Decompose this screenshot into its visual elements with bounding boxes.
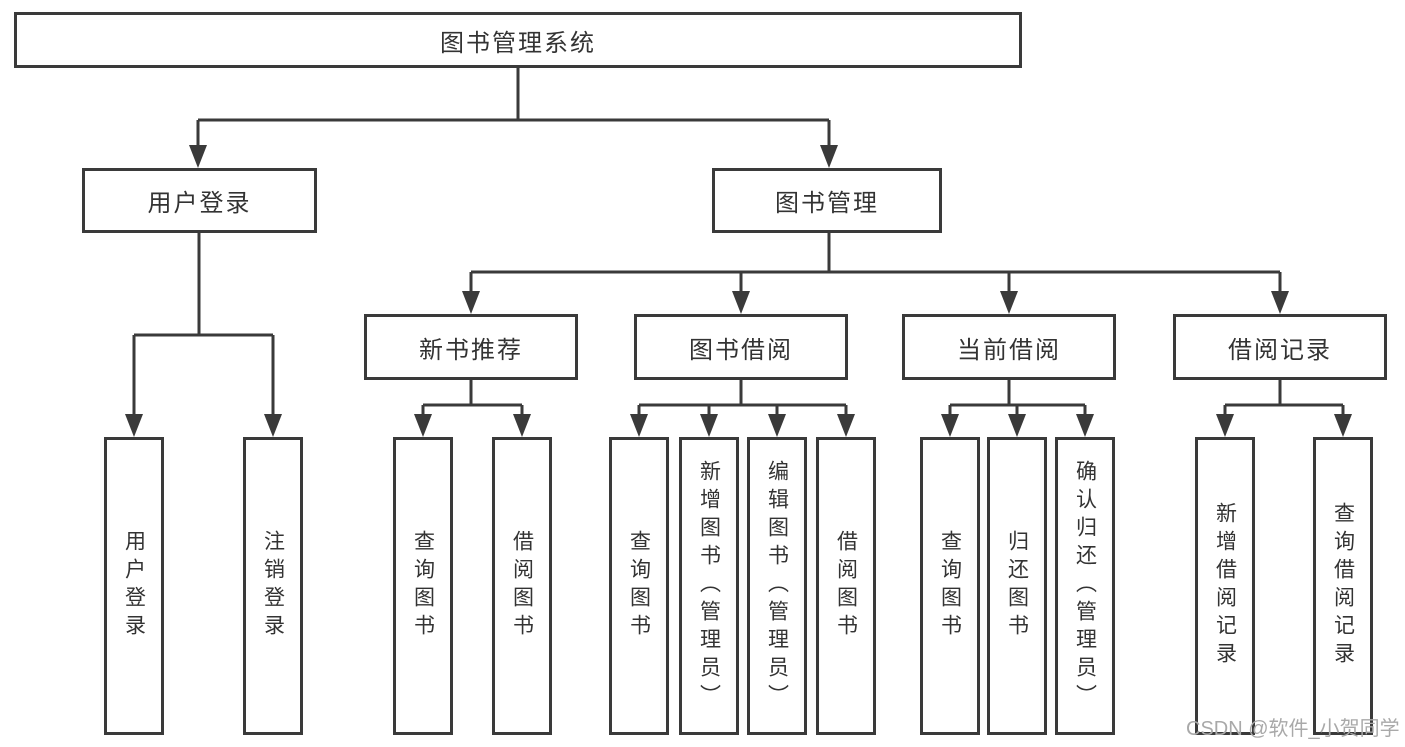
arrow-down-icon bbox=[941, 414, 959, 437]
arrow-down-icon bbox=[630, 414, 648, 437]
arrow-down-icon bbox=[837, 414, 855, 437]
leaf-add-books-admin-label: 新增图书（管理员） bbox=[697, 460, 721, 712]
leaf-user-login-label: 用户登录 bbox=[122, 530, 146, 642]
arrow-down-icon bbox=[732, 291, 750, 314]
node-new-book-recommend-label: 新书推荐 bbox=[419, 336, 523, 364]
leaf-user-login: 用户登录 bbox=[104, 437, 164, 735]
node-book-borrowing-label: 图书借阅 bbox=[689, 336, 793, 364]
leaf-borrow-books-borrowing-label: 借阅图书 bbox=[834, 530, 858, 642]
leaf-edit-books-admin-label: 编辑图书（管理员） bbox=[765, 460, 789, 712]
leaf-borrow-books-recommend-label: 借阅图书 bbox=[510, 530, 534, 642]
arrow-down-icon bbox=[125, 414, 143, 437]
leaf-query-books-recommend: 查询图书 bbox=[393, 437, 453, 735]
arrow-down-icon bbox=[768, 414, 786, 437]
leaf-borrow-books-borrowing: 借阅图书 bbox=[816, 437, 876, 735]
arrow-down-icon bbox=[1271, 291, 1289, 314]
leaf-confirm-return-admin: 确认归还（管理员） bbox=[1055, 437, 1115, 735]
node-borrowing-records: 借阅记录 bbox=[1173, 314, 1387, 380]
node-current-borrowing: 当前借阅 bbox=[902, 314, 1116, 380]
leaf-confirm-return-admin-label: 确认归还（管理员） bbox=[1073, 460, 1097, 712]
leaf-add-borrow-record-label: 新增借阅记录 bbox=[1213, 502, 1237, 670]
leaf-query-books-current: 查询图书 bbox=[920, 437, 980, 735]
connector-paths bbox=[132, 68, 1345, 416]
node-borrowing-records-label: 借阅记录 bbox=[1228, 336, 1332, 364]
leaf-logout: 注销登录 bbox=[243, 437, 303, 735]
arrow-down-icon bbox=[1076, 414, 1094, 437]
arrow-down-icon bbox=[264, 414, 282, 437]
node-user-login: 用户登录 bbox=[82, 168, 317, 233]
node-user-login-label: 用户登录 bbox=[147, 190, 252, 217]
arrow-down-icon bbox=[414, 414, 432, 437]
arrow-down-icon bbox=[513, 414, 531, 437]
arrow-down-icon bbox=[189, 145, 207, 168]
arrow-down-icon bbox=[1334, 414, 1352, 437]
arrow-down-icon bbox=[1216, 414, 1234, 437]
leaf-add-borrow-record: 新增借阅记录 bbox=[1195, 437, 1255, 735]
arrow-down-icon bbox=[700, 414, 718, 437]
leaf-return-books-label: 归还图书 bbox=[1005, 530, 1029, 642]
leaf-return-books: 归还图书 bbox=[987, 437, 1047, 735]
node-root: 图书管理系统 bbox=[14, 12, 1022, 68]
csdn-watermark: CSDN @软件_小贺同学 bbox=[1186, 718, 1400, 740]
arrow-down-icon bbox=[820, 145, 838, 168]
node-current-borrowing-label: 当前借阅 bbox=[957, 336, 1061, 364]
leaf-edit-books-admin: 编辑图书（管理员） bbox=[747, 437, 807, 735]
leaf-query-borrow-record-label: 查询借阅记录 bbox=[1331, 502, 1355, 670]
arrow-down-icon bbox=[462, 291, 480, 314]
arrow-down-icon bbox=[1000, 291, 1018, 314]
node-book-borrowing: 图书借阅 bbox=[634, 314, 848, 380]
node-root-label: 图书管理系统 bbox=[440, 29, 596, 57]
leaf-query-books-recommend-label: 查询图书 bbox=[411, 530, 435, 642]
leaf-query-borrow-record: 查询借阅记录 bbox=[1313, 437, 1373, 735]
node-new-book-recommend: 新书推荐 bbox=[364, 314, 578, 380]
leaf-add-books-admin: 新增图书（管理员） bbox=[679, 437, 739, 735]
leaf-borrow-books-recommend: 借阅图书 bbox=[492, 437, 552, 735]
leaf-logout-label: 注销登录 bbox=[261, 530, 285, 642]
leaf-query-books-current-label: 查询图书 bbox=[938, 530, 962, 642]
arrowheads bbox=[125, 145, 1352, 437]
node-book-management: 图书管理 bbox=[712, 168, 942, 233]
leaf-query-books-borrowing-label: 查询图书 bbox=[627, 530, 651, 642]
leaf-query-books-borrowing: 查询图书 bbox=[609, 437, 669, 735]
node-book-management-label: 图书管理 bbox=[775, 190, 879, 217]
arrow-down-icon bbox=[1008, 414, 1026, 437]
